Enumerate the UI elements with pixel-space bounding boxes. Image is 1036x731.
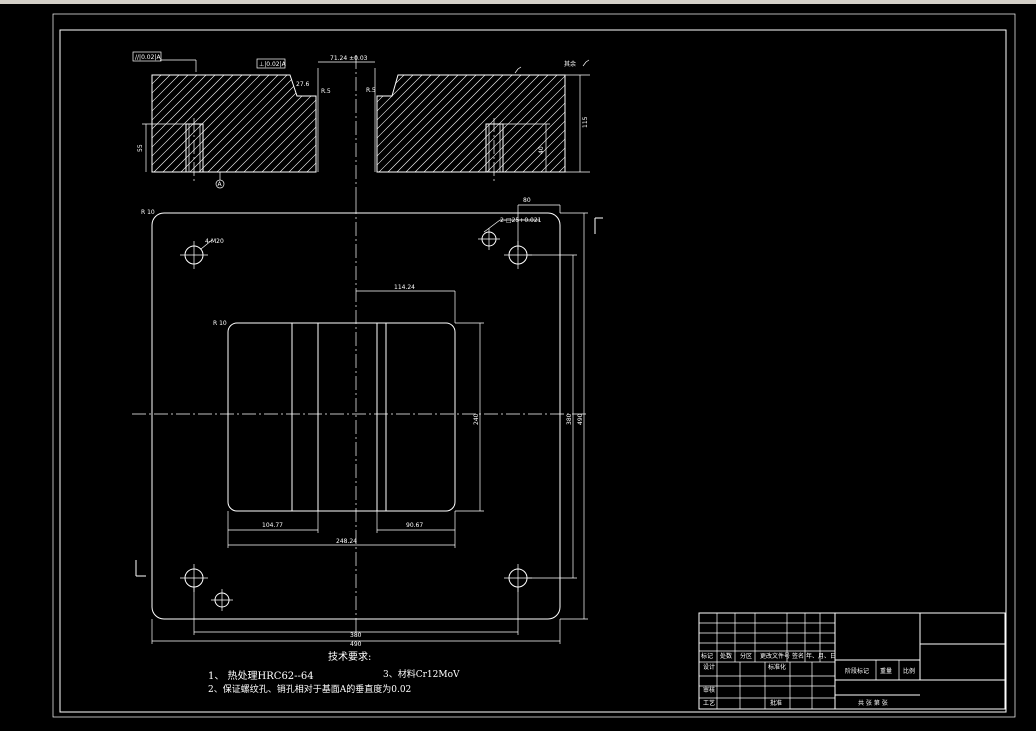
sheet-inner-frame [59,29,1007,713]
tb-process: 工艺 [703,699,715,707]
sheet-outer-frame [52,13,1016,718]
dim-248: 248.24 [336,538,357,545]
cavity-outline [227,322,456,512]
dim-114: 114.24 [394,284,415,291]
title-block: 标记 处数 分区 更改文件号 签名 年、月、日 设计 标准化 阶段标记 重量 比… [698,612,1006,710]
perp-frame-text: ⊥|0.02|A [259,61,287,68]
tb-scale: 比例 [903,667,915,675]
tb-count: 处数 [720,652,732,660]
section-hole-right [485,123,504,173]
dim-v1: 240 [473,413,480,425]
toolbar-strip [0,0,1036,4]
flatness-frame-text: //|0.02|A [135,54,161,61]
dim-380: 380 [350,632,362,639]
tb-standard: 标准化 [768,663,786,671]
pin-hole-bottom [211,589,233,611]
tb-approve: 批准 [770,699,782,707]
plan-view: R 10 4-M20 2-□25+0.021 80 114.24 R 10 10… [132,197,603,648]
dim-490: 490 [350,641,362,648]
tb-mark: 标记 [701,652,713,660]
section-left-outline [151,74,317,173]
section-hole-left [185,123,204,173]
tb-date: 年、月、日 [806,652,836,660]
corner-radius: R 10 [141,209,155,216]
tb-sign: 签名 [792,652,804,660]
dim-104: 104.77 [262,522,283,529]
radius-right: R.5 [366,87,376,94]
hole-top-left [180,241,208,269]
roughness-other: 其余 [564,60,576,68]
radius-left: R.5 [321,88,331,95]
technical-notes: 技术要求: 1、 热处理HRC62--64 3、材料Cr12MoV 2、保证螺纹… [208,650,460,695]
inner-radius: R 10 [213,320,227,327]
hatch-right [377,75,565,172]
dim-top-slot: 71.24 ±0.03 [330,55,368,62]
dim-90: 90.67 [406,522,423,529]
tb-change-doc: 更改文件号 [760,652,790,660]
notes-heading: 技术要求: [328,650,371,663]
tb-sheets: 共 张 第 张 [858,699,888,707]
pin-hole-top [478,228,500,250]
dim-v2: 380 [566,413,573,425]
hole-callout: 4-M20 [205,238,224,245]
section-view: A //|0.02|A ⊥|0.02|A 71.24 ±0.03 27.6 R.… [132,51,590,200]
hatch-left [152,75,316,172]
datum-label: A [218,181,223,188]
tb-review: 审核 [703,686,715,694]
dim-hole-right: 40 [538,146,545,154]
section-right-outline [376,74,566,173]
perp-frame [256,58,286,69]
dim-v3: 490 [577,413,584,425]
flatness-frame [132,51,162,62]
notes-line3: 2、保证螺纹孔、销孔相对于基面A的垂直度为0.02 [208,683,411,695]
dim-depth-left: 27.6 [296,81,310,88]
notes-line1: 1、 热处理HRC62--64 [208,669,314,682]
pin-callout: 2-□25+0.021 [500,217,542,224]
tb-weight: 重量 [880,667,892,675]
tb-stage: 阶段标记 [845,667,869,675]
notes-line2: 3、材料Cr12MoV [383,668,460,680]
dim-height: 115 [582,116,589,128]
tb-zone: 分区 [740,652,752,660]
dim-hole-left: 55 [137,144,144,152]
tb-design: 设计 [703,663,715,671]
dim-80: 80 [523,197,531,204]
